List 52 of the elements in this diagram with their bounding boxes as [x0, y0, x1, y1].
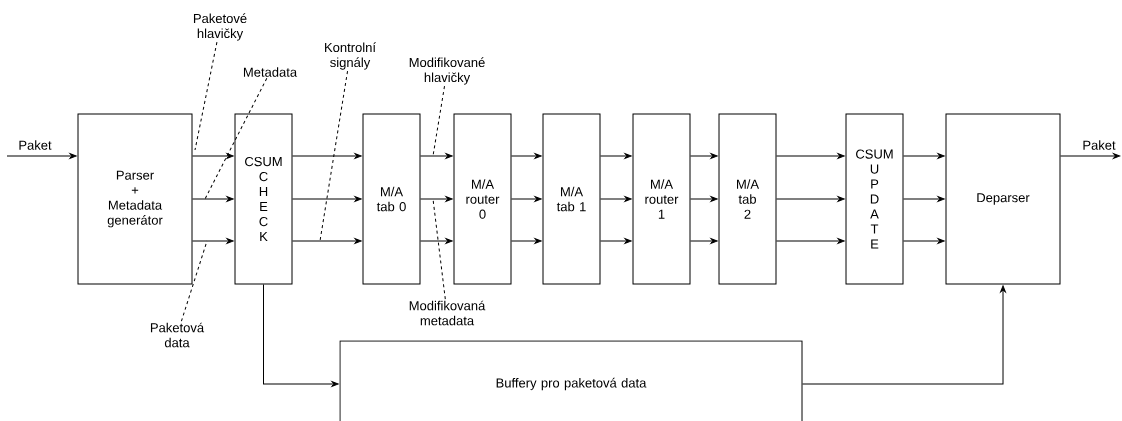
leader-line [432, 85, 445, 157]
process-box: Parser + Metadata generátor [77, 113, 193, 285]
arrow [192, 238, 234, 244]
arrow [511, 153, 542, 159]
arrow [263, 284, 339, 387]
leader-line [432, 198, 446, 300]
process-box: Deparser [945, 113, 1061, 285]
arrow [690, 196, 718, 202]
arrow [776, 153, 845, 159]
arrow [776, 238, 845, 244]
process-box: M/A tab 0 [362, 113, 421, 285]
leader-line [180, 240, 208, 322]
arrow [802, 285, 1006, 385]
arrow [292, 153, 362, 159]
arrow [6, 153, 77, 159]
arrow [420, 238, 453, 244]
process-box: M/A tab 2 [718, 113, 777, 285]
process-box: M/A router 1 [632, 113, 691, 285]
buffer-box: Buffery pro paketová data [339, 340, 803, 421]
leader-line [194, 41, 218, 151]
process-box: M/A router 0 [453, 113, 512, 285]
arrow [600, 196, 632, 202]
annotation-text: Paketová data [150, 322, 205, 348]
annotation-text: Modifikované hlavičky [409, 57, 485, 85]
arrow [420, 153, 453, 159]
arrow [690, 153, 718, 159]
leader-line [204, 77, 268, 200]
arrow [292, 196, 362, 202]
edge-label: Paket [1081, 139, 1117, 151]
arrow [1060, 153, 1121, 159]
edge-label: Paket [17, 139, 53, 151]
annotation-text: Paketové hlavičky [193, 13, 247, 41]
arrow [776, 196, 845, 202]
arrow [292, 238, 362, 244]
annotation-text: Kontrolní signály [325, 42, 376, 70]
arrow [600, 153, 632, 159]
process-box: M/A tab 1 [542, 113, 601, 285]
process-box: CSUM C H E C K [234, 113, 293, 285]
arrow [903, 153, 945, 159]
annotation-text: Metadata [243, 67, 298, 77]
arrow [903, 196, 945, 202]
annotation-text: Modifikovaná metadata [409, 300, 486, 326]
process-box: CSUM U P D A T E [845, 113, 904, 285]
arrow [420, 196, 453, 202]
arrow [511, 238, 542, 244]
arrow [192, 196, 234, 202]
arrow [192, 153, 234, 159]
arrow [511, 196, 542, 202]
arrow [903, 238, 945, 244]
arrow [690, 238, 718, 244]
arrow [600, 238, 632, 244]
leader-line [319, 70, 349, 242]
